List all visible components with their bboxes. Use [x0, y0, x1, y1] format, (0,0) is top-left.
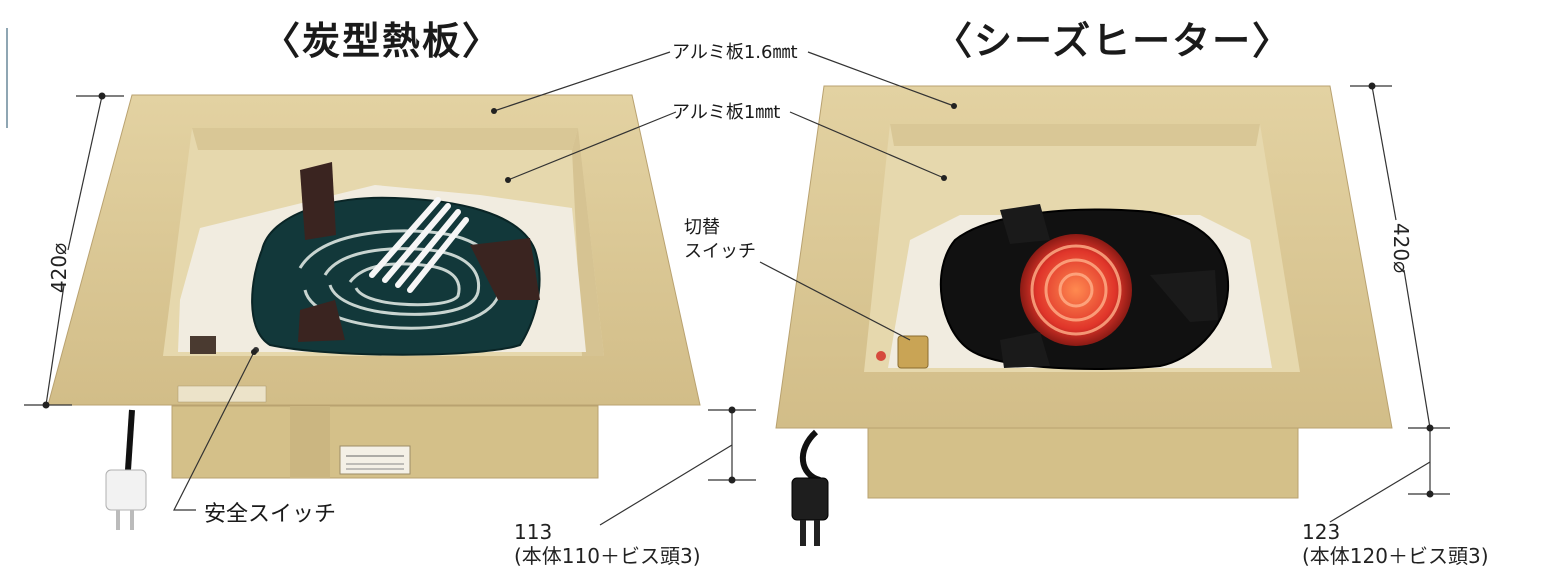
dim-right-height-value: 123 — [1302, 520, 1341, 544]
label-aluminum-plate-1mm: アルミ板1㎜t — [672, 102, 781, 123]
plug-right — [791, 477, 829, 521]
label-changeover-switch: 切替 スイッチ — [684, 216, 756, 264]
page-edge-mark — [6, 28, 8, 128]
dim-right-diameter: 420⌀ — [1389, 222, 1414, 274]
dim-left-height-value: 113 — [514, 520, 553, 544]
label-changeover-switch-line2: スイッチ — [684, 241, 756, 262]
plug-left — [105, 469, 147, 511]
dim-left-diameter: 420⌀ — [47, 242, 72, 294]
label-aluminum-plate-1-6mm: アルミ板1.6㎜t — [672, 42, 798, 63]
dim-left-height: 113 (本体110＋ビス頭3) — [514, 520, 701, 568]
dim-right-height-note: (本体120＋ビス頭3) — [1302, 544, 1489, 568]
title-sheath-heater: 〈シーズヒーター〉 — [934, 18, 1293, 63]
sheath-unit-body — [867, 427, 1299, 499]
label-changeover-switch-line1: 切替 — [684, 217, 720, 238]
power-cord-left — [125, 409, 135, 471]
safety-switch-box — [190, 336, 216, 354]
dimension-dots — [42, 82, 1434, 498]
power-cord-right — [799, 429, 822, 483]
changeover-switch — [897, 335, 929, 369]
sheath-unit — [775, 85, 1393, 546]
dim-left-height-note: (本体110＋ビス頭3) — [514, 544, 701, 568]
dim-right-height: 123 (本体120＋ビス頭3) — [1302, 520, 1489, 568]
charcoal-unit — [47, 94, 701, 530]
label-safety-switch: 安全スイッチ — [204, 502, 337, 527]
heating-coil — [1020, 234, 1132, 346]
title-charcoal-hotplate: 〈炭型熱板〉 — [262, 18, 503, 63]
nameplate — [339, 445, 411, 475]
